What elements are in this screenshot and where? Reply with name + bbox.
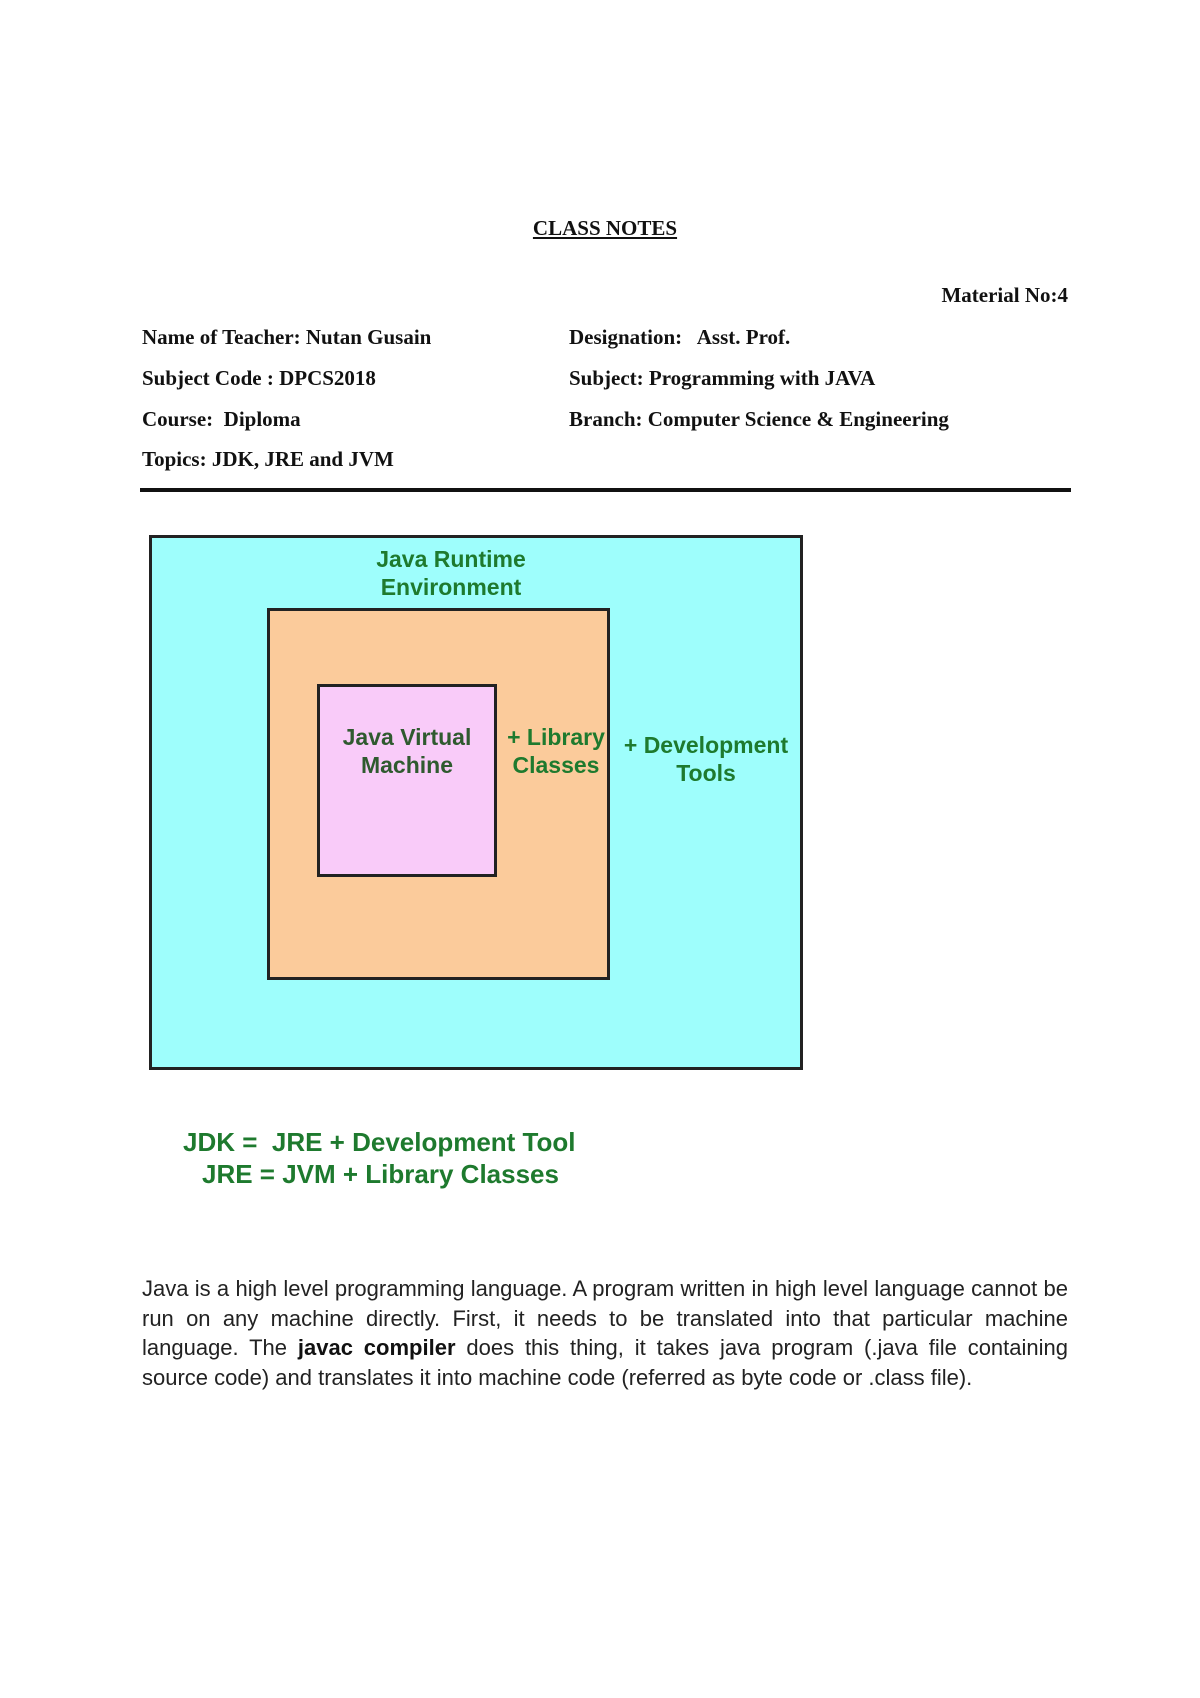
body-paragraph: Java is a high level programming languag… (142, 1274, 1068, 1392)
development-tools-label: + Development Tools (611, 731, 801, 787)
page-title: CLASS NOTES (532, 216, 678, 240)
jre-label-line1: Java Runtime (376, 546, 526, 572)
teacher-name: Name of Teacher: Nutan Gusain (142, 325, 432, 349)
paragraph-text-end: does this thing, it takes java program (… (142, 1335, 1068, 1390)
branch: Branch: Computer Science & Engineering (569, 407, 949, 431)
jre-label-line2: Environment (380, 574, 522, 600)
topics: Topics: JDK, JRE and JVM (142, 447, 394, 471)
course: Course: Diploma (142, 407, 301, 431)
paragraph-bold-term: javac compiler (297, 1335, 456, 1360)
jre-formula: JRE = JVM + Library Classes (202, 1159, 559, 1189)
dev-label-line1: + Development (623, 732, 789, 758)
jvm-label-line2: Machine (360, 752, 454, 778)
jre-label: Java Runtime Environment (351, 545, 551, 601)
designation: Designation: Asst. Prof. (569, 325, 791, 349)
library-label-line2: Classes (512, 752, 600, 778)
paragraph-text: Java is a high level programming languag… (142, 1276, 1068, 1360)
jvm-label-line1: Java Virtual (342, 724, 472, 750)
subject: Subject: Programming with JAVA (569, 366, 876, 390)
material-number: Material No:4 (941, 283, 1068, 307)
jvm-box (317, 684, 497, 877)
header-divider (140, 488, 1071, 492)
dev-label-line2: Tools (676, 760, 736, 786)
jvm-label: Java Virtual Machine (317, 723, 497, 779)
library-label-line1: + Library (507, 724, 605, 750)
subject-code: Subject Code : DPCS2018 (142, 366, 376, 390)
jdk-formula: JDK = JRE + Development Tool (183, 1127, 576, 1157)
library-classes-label: + Library Classes (498, 723, 614, 779)
